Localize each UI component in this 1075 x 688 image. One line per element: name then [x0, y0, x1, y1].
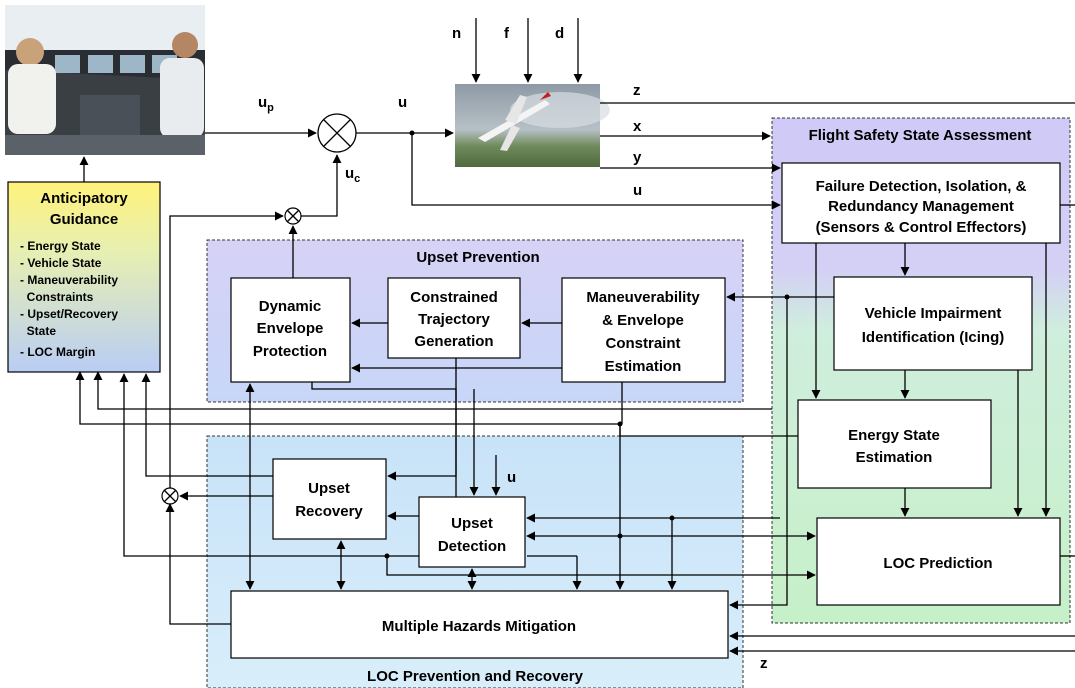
loc-prevention-title: LOC Prevention and Recovery — [367, 668, 584, 685]
svg-text:Energy State: Energy State — [848, 427, 940, 444]
svg-text:Vehicle Impairment: Vehicle Impairment — [865, 305, 1002, 322]
svg-text:Estimation: Estimation — [605, 358, 682, 375]
svg-text:Failure Detection, Isolation,: Failure Detection, Isolation, & — [816, 178, 1027, 195]
multiple-hazards-box: Multiple Hazards Mitigation — [230, 590, 729, 659]
aircraft-photo — [455, 84, 610, 167]
fdir-box: Failure Detection, Isolation, & Redundan… — [781, 162, 1061, 244]
main-summing-junction — [317, 113, 357, 153]
maneuverability-box: Maneuverability & Envelope Constraint Es… — [561, 277, 726, 383]
signal-f: f — [504, 25, 510, 42]
svg-text:Generation: Generation — [414, 333, 493, 350]
svg-text:& Envelope: & Envelope — [602, 312, 684, 329]
vehicle-impairment-box: Vehicle Impairment Identification (Icing… — [833, 276, 1033, 371]
guidance-item: Constraints — [20, 290, 94, 304]
svg-text:Envelope: Envelope — [257, 320, 324, 337]
svg-text:Redundancy Management: Redundancy Management — [828, 198, 1014, 215]
upset-prevention-title: Upset Prevention — [416, 249, 539, 266]
signal-uc: uc — [345, 165, 360, 185]
dynamic-envelope-box: Dynamic Envelope Protection — [230, 277, 351, 383]
svg-text:Multiple Hazards Mitigation: Multiple Hazards Mitigation — [382, 618, 576, 635]
fssa-title: Flight Safety State Assessment — [809, 127, 1032, 144]
cockpit-photo — [5, 5, 205, 155]
guidance-item: - LOC Margin — [20, 345, 95, 359]
svg-text:Trajectory: Trajectory — [418, 311, 490, 328]
guidance-item: - Maneuverability — [20, 273, 118, 287]
svg-text:Maneuverability: Maneuverability — [586, 289, 700, 306]
signal-d: d — [555, 25, 564, 42]
svg-text:Constrained: Constrained — [410, 289, 498, 306]
svg-text:Estimation: Estimation — [856, 449, 933, 466]
svg-text:Detection: Detection — [438, 538, 506, 555]
recovery-summing-junction — [161, 487, 179, 505]
guidance-title-1: Anticipatory — [40, 190, 128, 207]
guidance-title-2: Guidance — [50, 211, 118, 228]
signal-n: n — [452, 25, 461, 42]
signal-up: up — [258, 94, 274, 114]
uc-summing-junction — [284, 207, 302, 225]
guidance-item: - Upset/Recovery — [20, 307, 118, 321]
guidance-item: - Vehicle State — [20, 256, 102, 270]
svg-text:Identification (Icing): Identification (Icing) — [862, 329, 1005, 346]
svg-text:Recovery: Recovery — [295, 503, 363, 520]
svg-text:Protection: Protection — [253, 343, 327, 360]
svg-text:Upset: Upset — [451, 515, 493, 532]
upset-detection-box: Upset Detection — [418, 496, 526, 568]
signal-z: z — [633, 82, 641, 99]
upset-recovery-box: Upset Recovery — [272, 458, 387, 540]
svg-text:Constraint: Constraint — [606, 335, 681, 352]
signal-u-detection: u — [507, 469, 516, 486]
signal-u: u — [398, 94, 407, 111]
constrained-trajectory-box: Constrained Trajectory Generation — [387, 277, 521, 359]
svg-text:LOC Prediction: LOC Prediction — [883, 555, 992, 572]
energy-state-box: Energy State Estimation — [797, 399, 992, 489]
connectors — [75, 18, 1075, 656]
svg-text:Dynamic: Dynamic — [259, 298, 322, 315]
loc-prediction-box: LOC Prediction — [816, 517, 1061, 606]
signal-x: x — [633, 118, 642, 135]
signal-u-out: u — [633, 182, 642, 199]
svg-text:Upset: Upset — [308, 480, 350, 497]
anticipatory-guidance-box: Anticipatory Guidance - Energy State - V… — [7, 181, 161, 373]
signal-z-bottom: z — [760, 655, 768, 672]
signal-y: y — [633, 149, 642, 166]
guidance-item: State — [20, 324, 56, 338]
guidance-item: - Energy State — [20, 239, 101, 253]
svg-text:(Sensors & Control Effectors): (Sensors & Control Effectors) — [816, 219, 1027, 236]
